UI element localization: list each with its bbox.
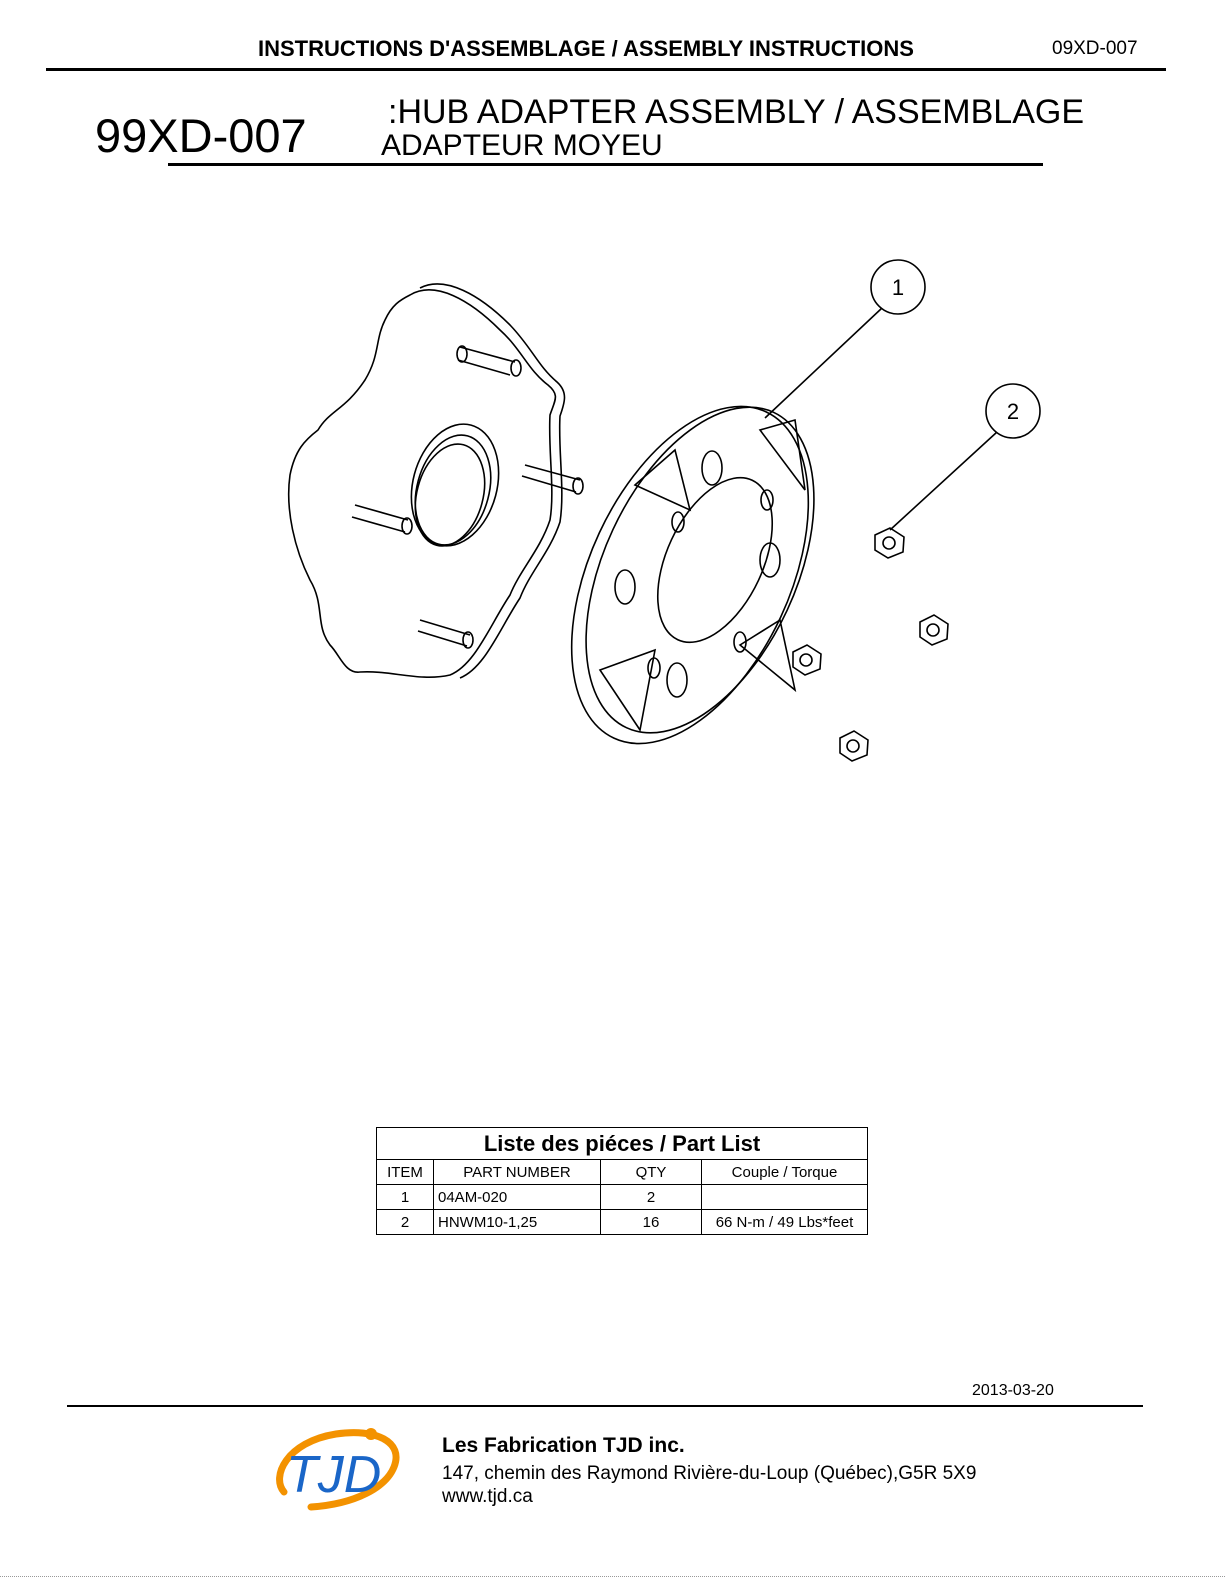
exploded-assembly-drawing: 1 2 xyxy=(287,259,1041,762)
company-website-link[interactable]: www.tjd.ca xyxy=(442,1486,533,1507)
column-header-qty: QTY xyxy=(600,1159,702,1185)
column-header-item: ITEM xyxy=(376,1159,434,1185)
cell-torque xyxy=(701,1184,868,1210)
assembly-title-line2: ADAPTEUR MOYEU xyxy=(381,129,663,162)
part-list-table: Liste des piéces / Part List ITEM PART N… xyxy=(376,1127,868,1235)
title-underline xyxy=(168,163,1043,166)
hub-plate xyxy=(287,283,584,679)
table-row: 2 HNWM10-1,25 16 66 N-m / 49 Lbs*feet xyxy=(376,1209,868,1235)
tjd-logo: TJD xyxy=(276,1428,400,1511)
cell-qty: 2 xyxy=(600,1184,702,1210)
cell-qty: 16 xyxy=(600,1209,702,1235)
document-header-title: INSTRUCTIONS D'ASSEMBLAGE / ASSEMBLY INS… xyxy=(258,36,914,61)
cell-part-number: 04AM-020 xyxy=(433,1184,601,1210)
callout-balloon-1: 1 xyxy=(764,259,926,419)
cell-torque: 66 N-m / 49 Lbs*feet xyxy=(701,1209,868,1235)
callout-balloon-2: 2 xyxy=(889,383,1041,531)
table-row: 1 04AM-020 2 xyxy=(376,1184,868,1210)
header-divider xyxy=(46,68,1166,71)
assembly-title-line1: :HUB ADAPTER ASSEMBLY / ASSEMBLAGE xyxy=(388,93,1085,131)
part-list-caption: Liste des piéces / Part List xyxy=(376,1127,868,1160)
company-name: Les Fabrication TJD inc. xyxy=(442,1434,685,1457)
cell-item: 1 xyxy=(376,1184,434,1210)
column-header-part-number: PART NUMBER xyxy=(433,1159,601,1185)
assembly-part-number: 99XD-007 xyxy=(95,109,307,162)
column-header-torque: Couple / Torque xyxy=(701,1159,868,1185)
cell-item: 2 xyxy=(376,1209,434,1235)
footer-divider xyxy=(67,1405,1143,1407)
hub-adapter-plate xyxy=(570,405,815,745)
balloon-1-label: 1 xyxy=(892,275,904,300)
balloon-2-label: 2 xyxy=(1007,399,1019,424)
cell-part-number: HNWM10-1,25 xyxy=(433,1209,601,1235)
document-code: 09XD-007 xyxy=(1052,38,1138,59)
document-date: 2013-03-20 xyxy=(972,1382,1054,1399)
hex-nuts xyxy=(792,527,949,762)
company-address: 147, chemin des Raymond Rivière-du-Loup … xyxy=(442,1463,977,1484)
page-bottom-edge xyxy=(0,1576,1225,1577)
logo-text: TJD xyxy=(286,1446,381,1504)
part-list-header-row: ITEM PART NUMBER QTY Couple / Torque xyxy=(376,1159,868,1185)
